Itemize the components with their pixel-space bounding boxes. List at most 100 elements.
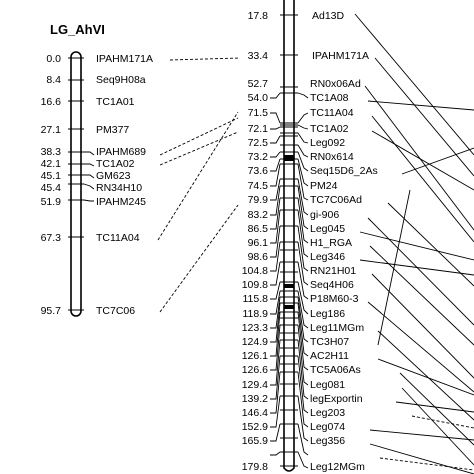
link-right: [367, 301, 474, 393]
right-marker: Leg186: [310, 308, 345, 320]
link-right: [399, 372, 474, 446]
link-right: [411, 415, 474, 429]
link-right: [387, 202, 474, 287]
link-right: [369, 443, 474, 474]
left-position: 16.6: [41, 96, 62, 108]
left-leader: [84, 174, 95, 179]
cross-links: [157, 13, 474, 474]
right-marker: Seq4H06: [310, 279, 354, 291]
right-dense-band: [284, 305, 294, 309]
right-position: 109.8: [242, 279, 268, 291]
right-marker: TC1A08: [310, 92, 349, 104]
left-marker: TC1A02: [96, 158, 135, 170]
right-position: 79.9: [248, 194, 269, 206]
left-marker: TC1A01: [96, 96, 135, 108]
link-right: [379, 457, 474, 471]
left-position: 45.1: [41, 170, 62, 182]
right-position: 126.1: [242, 350, 268, 362]
right-chromosome-bar: [283, 0, 295, 472]
link-ipahm171a: [169, 57, 241, 61]
right-marker: Leg203: [310, 407, 345, 419]
right-position: 165.9: [242, 435, 268, 447]
left-position: 0.0: [46, 53, 61, 65]
right-position: 86.5: [248, 223, 269, 235]
link-right: [367, 100, 474, 111]
right-position: 139.2: [242, 393, 268, 405]
left-position: 51.9: [41, 196, 62, 208]
left-marker: IPAHM245: [96, 196, 146, 208]
right-position: 104.8: [242, 265, 268, 277]
left-leader: [84, 151, 95, 156]
link-tc1a02: [159, 131, 239, 166]
right-position: 146.4: [242, 407, 268, 419]
right-marker: TC1A02: [310, 123, 349, 135]
left-leader: [84, 163, 95, 167]
left-linkage-group: LG_AhVI 0.0 8.4 16.6 27.1 38.3 42.1 45.1…: [41, 22, 153, 317]
left-position: 8.4: [46, 74, 61, 86]
right-position: 17.8: [248, 10, 269, 22]
link-right: [377, 358, 474, 396]
right-marker: RN0x06Ad: [310, 78, 361, 90]
left-group-title: LG_AhVI: [50, 22, 105, 37]
right-position: 72.1: [248, 123, 269, 135]
link-right: [369, 245, 474, 346]
right-marker: IPAHM171A: [312, 50, 369, 62]
link-right: [359, 231, 474, 261]
right-marker: legExportin: [310, 393, 363, 405]
link-right: [377, 330, 474, 421]
link-right: [354, 13, 474, 156]
right-position: 52.7: [248, 78, 269, 90]
right-position: 74.5: [248, 180, 269, 192]
right-marker: Leg092: [310, 137, 345, 149]
link-tc11a04-b: [157, 111, 239, 241]
left-marker: RN34H10: [96, 182, 142, 194]
right-marker: H1_RGA: [310, 237, 352, 249]
right-marker: Ad13D: [312, 10, 345, 22]
right-position: 98.6: [248, 251, 269, 263]
right-position: 152.9: [242, 421, 268, 433]
right-position: 118.9: [243, 308, 269, 320]
right-marker: Leg356: [310, 435, 345, 447]
right-dense-band: [284, 155, 294, 161]
link-right: [371, 130, 474, 191]
left-marker: TC11A04: [96, 232, 140, 244]
right-marker: RN21H01: [310, 265, 356, 277]
left-leader: [83, 183, 95, 190]
left-position: 38.3: [41, 146, 62, 158]
right-marker: TC5A06As: [310, 364, 361, 376]
right-marker: P18M60-3: [310, 293, 359, 305]
left-leader: [83, 199, 94, 202]
right-ticks: [280, 14, 298, 467]
right-position: 73.6: [248, 165, 269, 177]
left-position: 95.7: [41, 305, 62, 317]
link-right: [374, 57, 474, 177]
right-position: 72.5: [248, 137, 269, 149]
right-position: 73.2: [248, 151, 269, 163]
right-position: 123.3: [242, 322, 268, 334]
link-right: [401, 387, 474, 466]
link-right: [377, 189, 411, 346]
left-marker: TC7C06: [96, 305, 135, 317]
right-position: 115.8: [243, 293, 269, 305]
right-name-leaders: [297, 92, 309, 469]
right-marker: Seq15D6_2As: [310, 165, 378, 177]
left-marker: IPAHM689: [96, 146, 146, 158]
right-marker: RN0x614: [310, 151, 354, 163]
right-position: 33.4: [248, 50, 269, 62]
link-right: [401, 147, 474, 175]
left-position: 27.1: [41, 124, 62, 136]
right-marker: Leg11MGm: [310, 322, 364, 334]
right-marker: Leg081: [310, 379, 345, 391]
left-marker: GM623: [96, 170, 131, 182]
right-marker: Leg346: [310, 251, 345, 263]
left-marker: Seq9H08a: [96, 74, 146, 86]
right-marker: TC7C06Ad: [310, 194, 362, 206]
left-marker: PM377: [96, 124, 129, 136]
left-position: 42.1: [41, 158, 62, 170]
link-right: [359, 259, 474, 276]
link-right: [395, 401, 474, 413]
link-right: [367, 217, 474, 326]
right-position: 96.1: [248, 237, 269, 249]
right-marker: AC2H11: [310, 350, 349, 362]
